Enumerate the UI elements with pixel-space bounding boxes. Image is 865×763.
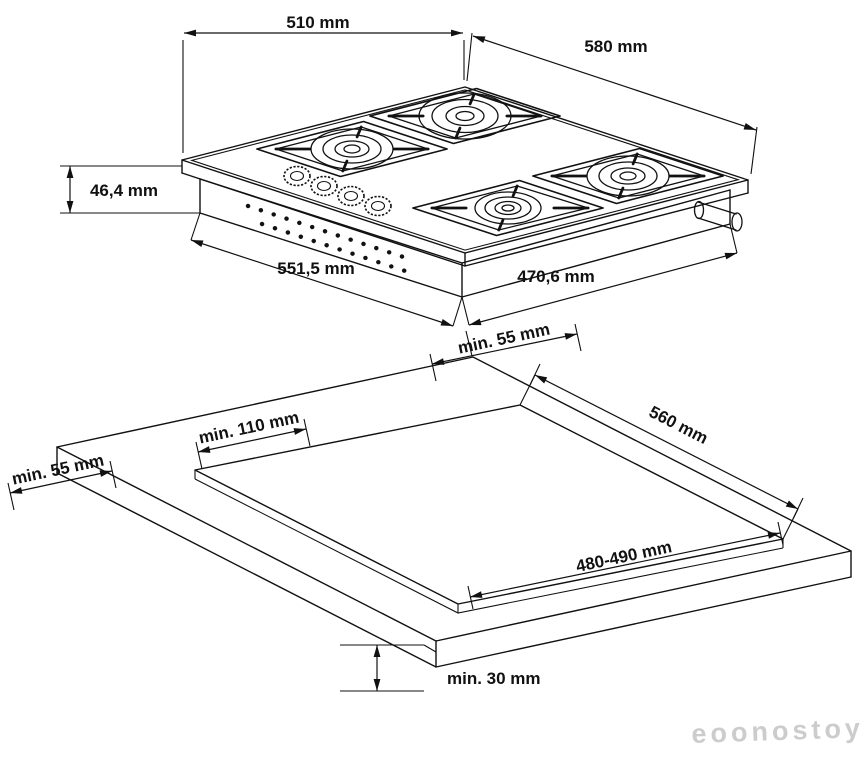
dimension-min-110: min. 110 mm xyxy=(195,408,311,470)
dim-560-label: 560 mm xyxy=(646,402,711,448)
dimension-480-490: 480-490 mm xyxy=(467,521,784,610)
dimension-min-55-left: min. 55 mm xyxy=(7,451,117,511)
worktop-slab xyxy=(56,356,852,668)
dimension-560: 560 mm xyxy=(519,363,804,540)
dimension-470-6: 470,6 mm xyxy=(461,223,738,326)
dim-46-4-label: 46,4 mm xyxy=(90,181,158,200)
dim-510-label: 510 mm xyxy=(286,13,349,32)
dimension-551-5: 551,5 mm xyxy=(190,212,463,327)
gas-inlet-pipe xyxy=(693,200,743,232)
dimension-min-55-back: min. 55 mm xyxy=(429,320,582,382)
watermark-text: eoonostoy xyxy=(691,713,864,749)
dimension-580: 580 mm xyxy=(466,32,758,175)
control-knobs xyxy=(283,165,392,217)
burner-left xyxy=(256,120,448,178)
dim-min-55-back-label: min. 55 mm xyxy=(456,320,551,358)
hob-drawing: 510 mm 580 mm 46,4 mm 551,5 mm xyxy=(60,13,758,327)
burner-front xyxy=(412,179,604,237)
dimension-min-30: min. 30 mm xyxy=(340,644,541,692)
hob-body xyxy=(199,178,743,298)
burner-back-left xyxy=(369,87,561,145)
dim-580-label: 580 mm xyxy=(584,37,647,56)
burner-right xyxy=(532,147,724,205)
dimension-46-4: 46,4 mm xyxy=(60,165,200,214)
dim-min-30-label: min. 30 mm xyxy=(447,669,541,688)
dimension-510: 510 mm xyxy=(182,13,465,153)
dim-551-5-label: 551,5 mm xyxy=(277,259,355,278)
dim-470-6-label: 470,6 mm xyxy=(517,267,595,286)
cutout-drawing: min. 55 mm min. 110 mm min. 55 mm 560 mm xyxy=(7,320,852,692)
